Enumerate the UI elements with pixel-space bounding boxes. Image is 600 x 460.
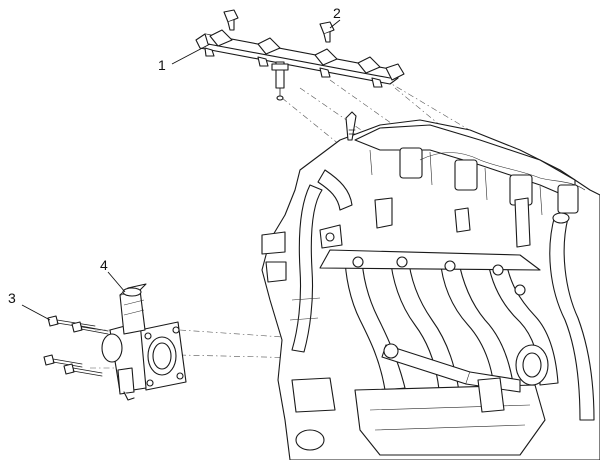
bolt-upper-2 bbox=[71, 321, 109, 335]
engine-assembly bbox=[261, 111, 600, 460]
fuel-injectors bbox=[204, 47, 383, 88]
manifold-bolts bbox=[352, 256, 526, 296]
rail-bolt-right bbox=[319, 21, 335, 43]
bolt-lower-1 bbox=[43, 354, 83, 368]
bolt-lower-2 bbox=[63, 363, 103, 377]
callout-4-label: 4 bbox=[100, 257, 108, 273]
throttle-body-bolts bbox=[43, 315, 109, 377]
callouts: 1 2 3 4 bbox=[8, 5, 341, 321]
throttle-body bbox=[101, 283, 187, 401]
callout-1: 1 bbox=[158, 43, 211, 73]
rail-bolts bbox=[223, 9, 335, 43]
rail-bolt-left bbox=[223, 9, 239, 31]
intake-manifold-runners bbox=[319, 249, 559, 456]
callout-1-label: 1 bbox=[158, 57, 166, 73]
callout-2: 2 bbox=[329, 5, 341, 29]
callout-4: 4 bbox=[100, 257, 126, 293]
callout-2-label: 2 bbox=[333, 5, 341, 21]
callout-3: 3 bbox=[8, 290, 51, 321]
callout-3-label: 3 bbox=[8, 290, 16, 306]
fuel-rail bbox=[195, 29, 405, 101]
